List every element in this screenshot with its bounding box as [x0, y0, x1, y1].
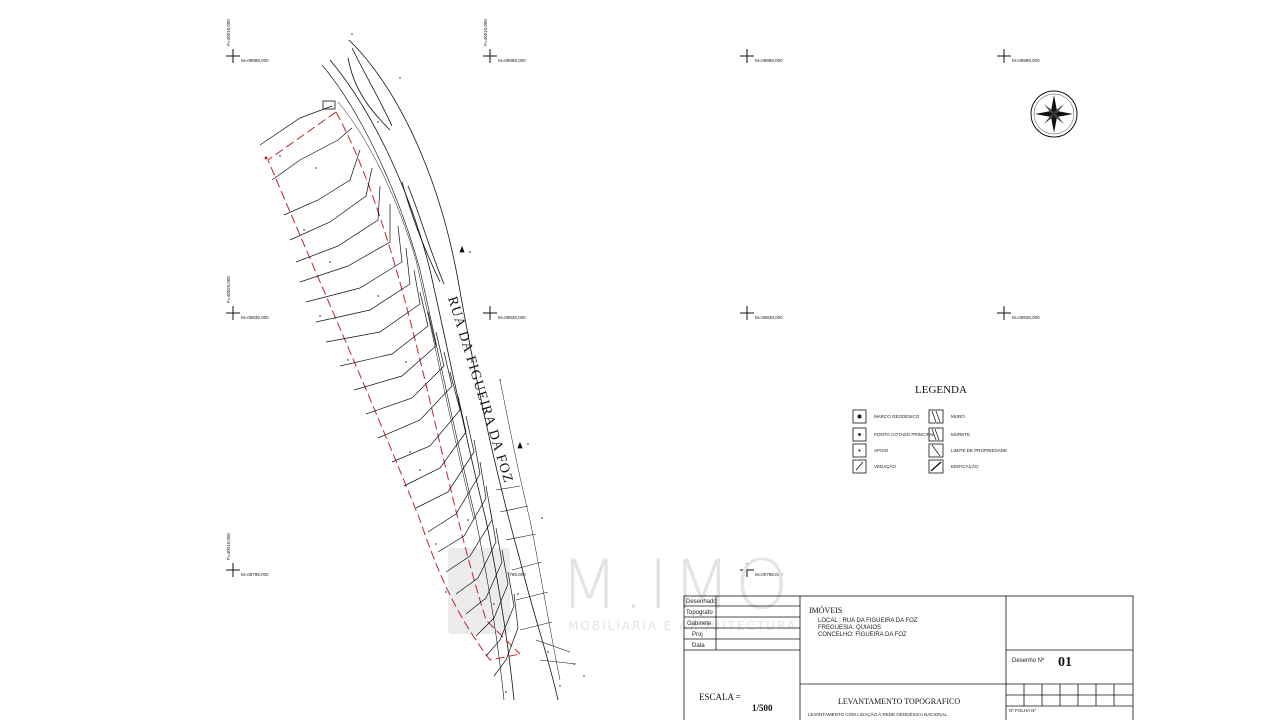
road-centre: [337, 101, 475, 521]
survey-point-marker: [459, 245, 465, 253]
road-branch: [407, 185, 445, 285]
legend: LEGENDA MARCO GEODÉSICO PONTO COTADO PRI…: [852, 384, 1007, 474]
title-block: [683, 595, 1134, 720]
title-block-text: Desenhado Topografo Gabinete Proj Data I…: [686, 599, 1072, 717]
role-label: Data: [692, 643, 705, 649]
legend-item: PONTO COTADO PRINCIPAL: [852, 427, 935, 442]
legend-item: LIMITE DE PROPRIEDADE: [928, 443, 1007, 458]
role-label: Proj: [692, 632, 703, 638]
grid-label: M=09788,000: [241, 572, 269, 577]
grid-label: M=09838,000: [498, 315, 526, 320]
legend-label: MURETE: [951, 432, 970, 437]
grid-cross: [740, 306, 754, 320]
grid-cross: [226, 563, 240, 577]
grid-coordinate-marks: [226, 49, 1011, 577]
client-label: IMÓVEIS: [809, 605, 842, 615]
watermark-brand: M.IMO: [560, 546, 793, 625]
road-edge: [329, 59, 515, 701]
legend-label: MURO: [951, 414, 965, 419]
grid-cross: [740, 49, 754, 63]
road-edge: [321, 64, 505, 701]
grid-cross: [483, 49, 497, 63]
grid-cross: [226, 49, 240, 63]
grid-label: M=09838,000: [755, 315, 783, 320]
legend-title: LEGENDA: [915, 384, 967, 396]
watermark: M.IMO MOBILIARIA E ARQUITECTURA: [448, 546, 797, 634]
grid-label: M=08888,000: [241, 58, 269, 63]
scale-value: 1/500: [752, 703, 773, 713]
survey-point: [264, 156, 268, 160]
grid-label: M=09838,000: [1012, 315, 1040, 320]
watermark-logo-block: [448, 548, 510, 634]
grid-cross: [226, 306, 240, 320]
north-arrow: [1030, 90, 1078, 138]
road-branch: [351, 47, 393, 127]
grid-label: M=09788,000: [498, 572, 526, 577]
grid-label: M=08888,000: [498, 58, 526, 63]
role-label: Desenhado: [686, 599, 717, 605]
survey-point-marker: [517, 441, 523, 449]
grid-cross: [997, 49, 1011, 63]
legend-label: VEDAÇÃO: [874, 463, 897, 469]
survey-plan: [259, 39, 577, 701]
drawing-number-label: Desenho Nº: [1012, 657, 1045, 664]
grid-label: M=09838,000: [241, 315, 269, 320]
legend-item: APOIO: [852, 443, 889, 458]
legend-label: EDIFICAÇÃO: [951, 463, 979, 469]
survey-title: LEVANTAMENTO TOPOGRAFICO: [838, 697, 960, 706]
watermark-tagline: MOBILIARIA E ARQUITECTURA: [568, 619, 797, 633]
drawing-number: 01: [1058, 655, 1072, 670]
location-concelho: CONCELHO: FIGUEIRA DA FOZ: [818, 632, 907, 638]
road-branch: [401, 181, 441, 283]
location-freguesia: FREGUESIA: QUIAIOS: [818, 625, 881, 631]
legend-item: VEDAÇÃO: [852, 459, 897, 474]
property-boundary: [267, 111, 521, 661]
access-lines: [495, 485, 577, 665]
grid-cross: [997, 306, 1011, 320]
sheet-label: Nº FOLHA Nº: [1009, 708, 1036, 713]
grid-label-vertical: P=40010,000: [226, 19, 231, 46]
scale-label: ESCALA =: [699, 692, 741, 702]
grid-label-vertical: P=40010,000: [483, 19, 488, 46]
terrain-slope-lines: [259, 105, 519, 677]
role-label: Gabinete: [687, 621, 712, 627]
legend-label: PONTO COTADO PRINCIPAL: [874, 432, 935, 437]
grid-label-vertical: P=40019,000: [226, 533, 231, 560]
grid-cross: [740, 563, 754, 577]
grid-cross: [483, 306, 497, 320]
grid-labels: M=08888,000 M=08888,000 M=08888,000 M=08…: [226, 19, 1040, 577]
legend-label: LIMITE DE PROPRIEDADE: [951, 448, 1007, 453]
role-label: Topografo: [686, 610, 713, 616]
legend-item: MARCO GEODÉSICO: [852, 409, 920, 424]
road-outer-edge: [348, 39, 559, 701]
survey-subtitle: LEVANTAMENTO COM LIGAÇÃO À REDE GEODÉSIC…: [808, 711, 948, 717]
grid-label: M=09788,000: [755, 572, 783, 577]
road-branch: [347, 57, 391, 131]
grid-label: M=08888,000: [1012, 58, 1040, 63]
legend-item: MURETE: [928, 427, 970, 442]
verge-line: [499, 379, 561, 681]
grid-label-vertical: P=40029,000: [226, 276, 231, 303]
spot-heights: [279, 33, 585, 693]
legend-label: APOIO: [874, 448, 889, 453]
legend-label: MARCO GEODÉSICO: [874, 413, 920, 419]
grid-label: M=08888,000: [755, 58, 783, 63]
legend-item: MURO: [928, 409, 965, 424]
location-local: LOCAL : RUA DA FIGUEIRA DA FOZ: [818, 618, 918, 624]
structure: [322, 100, 336, 110]
legend-item: EDIFICAÇÃO: [928, 459, 979, 474]
